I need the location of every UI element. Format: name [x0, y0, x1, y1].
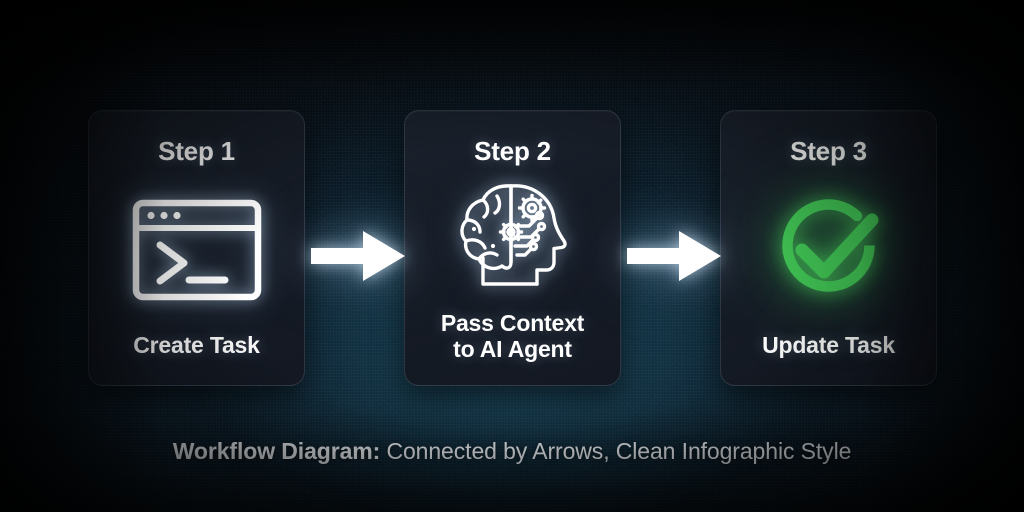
step-card-2-title: Step 2	[474, 136, 551, 166]
ai-brain-head-icon	[459, 184, 567, 287]
step-card-3-title: Step 3	[790, 136, 867, 166]
step-card-3-icon-wrap	[721, 167, 936, 332]
check-circle-icon	[781, 198, 878, 292]
diagram-caption-regular: Connected by Arrows, Clean Infographic S…	[380, 438, 852, 464]
step-card-1-label-line1: Create Task	[133, 332, 260, 359]
step-card-1[interactable]: Step 1 Create Task	[88, 110, 305, 386]
step-card-2-label-line2: to AI Agent	[453, 336, 572, 363]
step-card-2-label-line1: Pass Context	[440, 309, 585, 336]
arrow-step1-to-step2-icon	[311, 231, 405, 281]
step-card-3-label-line1: Update Task	[762, 332, 895, 359]
step-card-1-title: Step 1	[158, 136, 235, 166]
step-card-2-label: Pass Context to AI Agent	[440, 309, 585, 363]
step-card-3-label: Update Task	[762, 332, 895, 359]
terminal-window-icon	[132, 199, 261, 300]
step-card-3[interactable]: Step 3 Update Task	[720, 110, 937, 386]
arrow-step2-to-step3-icon	[627, 231, 721, 281]
step-card-1-icon-wrap	[89, 167, 304, 332]
diagram-caption-bold: Workflow Diagram:	[172, 438, 381, 464]
step-card-2-icon-wrap	[405, 167, 620, 310]
diagram-caption: Workflow Diagram: Connected by Arrows, C…	[0, 438, 1024, 465]
step-card-1-label: Create Task	[133, 332, 260, 359]
step-card-2[interactable]: Step 2	[404, 110, 621, 386]
